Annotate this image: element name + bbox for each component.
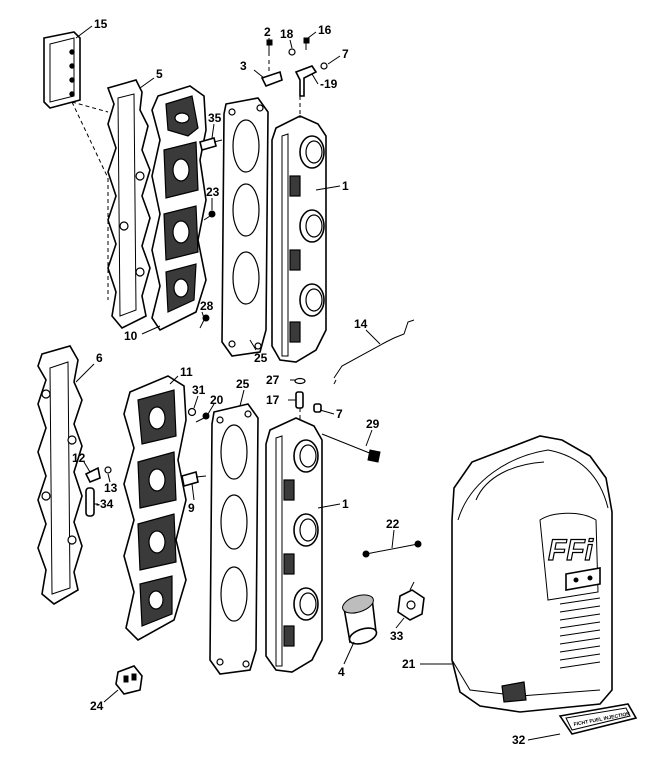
callout-21: 21 (402, 657, 416, 671)
part-24-clip (115, 665, 143, 695)
callout-15: 15 (94, 17, 108, 31)
callout-3: 3 (240, 59, 247, 73)
callout-14: 14 (354, 317, 368, 331)
callout-12: 12 (72, 451, 86, 465)
part-15-cover-box (43, 31, 81, 109)
part-1-lower-manifold (265, 417, 323, 673)
part-6-gasket (37, 345, 83, 605)
callout-2: 2 (264, 25, 271, 39)
top-hardware (260, 37, 328, 118)
part-29-bolt (321, 433, 381, 463)
callout-7-upper: 7 (342, 47, 349, 61)
small-parts-31-20-9 (181, 407, 210, 488)
cover-logo-text: FFi (548, 534, 594, 567)
callout-6: 6 (96, 351, 103, 365)
callout-24: 24 (90, 699, 104, 713)
callout-16: 16 (318, 23, 332, 37)
part-21-cover: FFi (451, 435, 613, 713)
cover-vent-grille (559, 597, 601, 669)
part-10-housing (151, 85, 207, 332)
callout-23: 23 (206, 185, 220, 199)
callout-28: 28 (200, 299, 214, 313)
callout-17: 17 (266, 393, 280, 407)
part-22-stud (362, 540, 422, 558)
callout-1-upper: 1 (342, 179, 349, 193)
callout-4: 4 (338, 665, 345, 679)
callout-11: 11 (180, 365, 193, 379)
part-25-lower-gasket (209, 403, 259, 675)
part-32-badge: FICHT FUEL INJECTION (558, 703, 638, 735)
callout-20: 20 (210, 393, 224, 407)
part-33-fitting (397, 581, 425, 621)
part-11-housing (123, 375, 187, 641)
callout-25-upper: 25 (254, 351, 268, 365)
part-5-gasket (106, 79, 151, 329)
callout-35: 35 (208, 111, 222, 125)
part-1-upper-manifold (271, 115, 327, 363)
part-4-sleeve (342, 594, 378, 645)
small-parts-27-17-7 (294, 377, 322, 424)
callout-7-lower: 7 (336, 407, 343, 421)
callout-labels: 15 5 2 18 16 7 3 -19 35 1 23 28 10 25 14… (72, 17, 526, 747)
callout-1-lower: 1 (342, 497, 349, 511)
callout-9: 9 (188, 501, 195, 515)
callout-18: 18 (280, 27, 294, 41)
callout-22: 22 (386, 517, 400, 531)
leader-lines (75, 25, 561, 741)
callout-5: 5 (156, 67, 163, 81)
upper-screws (199, 137, 223, 329)
callout-29: 29 (366, 417, 380, 431)
callout-19: -19 (320, 77, 338, 91)
callout-10: 10 (124, 329, 138, 343)
part-14-rod (333, 319, 415, 385)
callout-25-lower: 25 (236, 377, 250, 391)
part-25-upper-gasket (221, 97, 269, 357)
small-parts-12-13-34 (84, 466, 112, 517)
callout-32: 32 (512, 733, 526, 747)
callout-13: 13 (104, 481, 118, 495)
callout-27: 27 (266, 373, 280, 387)
callout-31: 31 (192, 383, 206, 397)
callout-33: 33 (390, 629, 404, 643)
callout-34: -34 (96, 497, 114, 511)
